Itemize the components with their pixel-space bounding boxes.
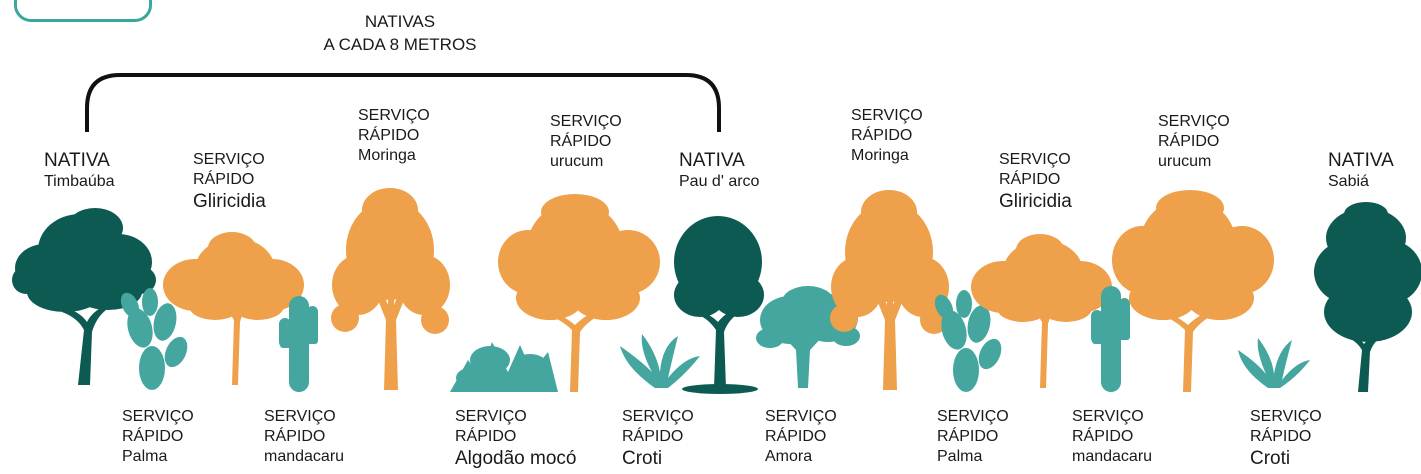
label-species: Algodão mocó <box>455 448 577 469</box>
label-servico-gliricidia: SERVIÇO RÁPIDO Gliricidia <box>193 150 266 213</box>
label-type: SERVIÇO <box>1250 408 1322 425</box>
label-servico-croti: SERVIÇO RÁPIDO Croti <box>622 407 694 470</box>
label-species: urucum <box>550 153 604 170</box>
tree-pau-darco-icon <box>674 216 764 394</box>
label-type: SERVIÇO <box>851 107 923 124</box>
label-nativa-sabia: NATIVA Sabiá <box>1328 150 1394 192</box>
label-type: SERVIÇO <box>937 408 1009 425</box>
label-species: Sabiá <box>1328 173 1369 190</box>
tree-gliricidia-icon <box>163 232 304 385</box>
label-type: SERVIÇO <box>765 408 837 425</box>
label-type: NATIVA <box>44 150 110 171</box>
plant-mandacaru-icon <box>279 296 318 392</box>
label-servico-urucum: SERVIÇO RÁPIDO urucum <box>550 112 622 172</box>
label-species: Palma <box>122 448 168 465</box>
natives-spacing-bracket <box>85 73 721 132</box>
tree-moringa-icon <box>331 188 450 390</box>
plant-algodao-moco-icon <box>450 342 558 392</box>
label-type: NATIVA <box>679 150 745 171</box>
label-type-2: RÁPIDO <box>999 171 1061 188</box>
label-servico-palma: SERVIÇO RÁPIDO Palma <box>122 407 194 467</box>
plant-croti-icon <box>620 334 700 388</box>
header-line-2: A CADA 8 METROS <box>323 35 477 54</box>
tree-urucum-icon <box>1112 190 1274 392</box>
label-type-2: RÁPIDO <box>851 127 913 144</box>
label-type-2: RÁPIDO <box>264 428 326 445</box>
label-type: SERVIÇO <box>622 408 694 425</box>
label-type-2: RÁPIDO <box>358 127 420 144</box>
label-type-2: RÁPIDO <box>1250 428 1312 445</box>
label-type-2: RÁPIDO <box>550 133 612 150</box>
label-servico-croti: SERVIÇO RÁPIDO Croti <box>1250 407 1322 470</box>
label-type: SERVIÇO <box>999 151 1071 168</box>
label-species: Palma <box>937 448 983 465</box>
label-type: SERVIÇO <box>193 151 265 168</box>
label-species: Croti <box>622 448 663 469</box>
label-nativa-pau-darco: NATIVA Pau d' arco <box>679 150 759 192</box>
label-species: Pau d' arco <box>679 173 760 190</box>
label-servico-amora: SERVIÇO RÁPIDO Amora <box>765 407 837 467</box>
label-servico-moringa: SERVIÇO RÁPIDO Moringa <box>358 106 430 166</box>
label-type-2: RÁPIDO <box>122 428 184 445</box>
label-servico-mandacaru: SERVIÇO RÁPIDO mandacaru <box>264 407 344 467</box>
label-servico-gliricidia: SERVIÇO RÁPIDO Gliricidia <box>999 150 1072 213</box>
tree-gliricidia-icon <box>971 234 1112 388</box>
label-servico-mandacaru: SERVIÇO RÁPIDO mandacaru <box>1072 407 1152 467</box>
label-type-2: RÁPIDO <box>937 428 999 445</box>
corner-badge <box>14 0 152 22</box>
plant-croti-icon <box>1238 338 1310 388</box>
plant-mandacaru-icon <box>1091 286 1130 392</box>
label-type: SERVIÇO <box>264 408 336 425</box>
label-type: SERVIÇO <box>550 113 622 130</box>
label-servico-moringa: SERVIÇO RÁPIDO Moringa <box>851 106 923 166</box>
label-type: SERVIÇO <box>122 408 194 425</box>
label-servico-palma: SERVIÇO RÁPIDO Palma <box>937 407 1009 467</box>
label-type: SERVIÇO <box>1158 113 1230 130</box>
label-species: Timbaúba <box>44 173 115 190</box>
header-line-1: NATIVAS <box>364 12 436 31</box>
label-type: SERVIÇO <box>1072 408 1144 425</box>
tree-moringa-icon <box>830 190 949 390</box>
label-species: Gliricidia <box>193 191 266 212</box>
label-type: NATIVA <box>1328 150 1394 171</box>
label-type-2: RÁPIDO <box>455 428 517 445</box>
label-species: Moringa <box>851 147 909 164</box>
label-type-2: RÁPIDO <box>1072 428 1134 445</box>
label-servico-urucum: SERVIÇO RÁPIDO urucum <box>1158 112 1230 172</box>
tree-sabia-icon <box>1314 202 1421 392</box>
plant-palma-icon <box>120 288 188 390</box>
label-type: SERVIÇO <box>455 408 527 425</box>
label-nativa-timbauba: NATIVA Timbaúba <box>44 150 115 192</box>
label-type-2: RÁPIDO <box>622 428 684 445</box>
header-title: NATIVAS A CADA 8 METROS <box>250 10 550 56</box>
label-species: Amora <box>765 448 813 465</box>
label-species: mandacaru <box>264 448 345 465</box>
plant-palma-icon <box>934 290 1002 392</box>
label-servico-algodao-moco: SERVIÇO RÁPIDO Algodão mocó <box>455 407 576 470</box>
label-type-2: RÁPIDO <box>765 428 827 445</box>
label-species: Gliricidia <box>999 191 1072 212</box>
tree-timbauba-icon <box>12 208 156 385</box>
label-type-2: RÁPIDO <box>1158 133 1220 150</box>
label-species: Moringa <box>358 147 416 164</box>
label-species: urucum <box>1158 153 1212 170</box>
label-species: mandacaru <box>1072 448 1153 465</box>
tree-urucum-icon <box>498 194 660 392</box>
label-type: SERVIÇO <box>358 107 430 124</box>
label-species: Croti <box>1250 448 1291 469</box>
label-type-2: RÁPIDO <box>193 171 255 188</box>
